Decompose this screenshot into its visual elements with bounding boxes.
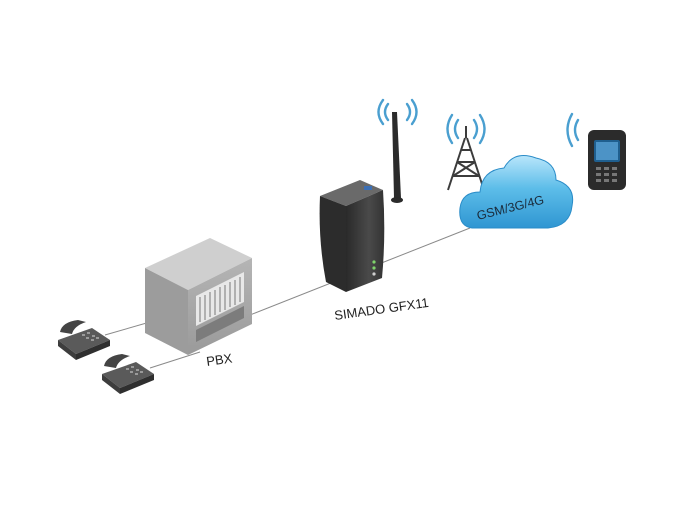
gateway-label: SIMADO GFX11: [333, 295, 429, 323]
wireless-signal-icon: [377, 98, 418, 126]
wireless-signal-icon: [566, 112, 580, 148]
mobile-phone-icon: [588, 130, 626, 190]
pbx-label: PBX: [205, 350, 233, 369]
link-phone2-pbx: [149, 351, 201, 369]
cloud-icon: [459, 155, 574, 229]
pbx-cabinet-icon: [145, 238, 252, 355]
gsm-gateway-icon: [319, 112, 403, 292]
wireless-signal-icon: [446, 113, 486, 145]
cell-tower-icon: [447, 126, 485, 191]
desk-phone-icon: [102, 354, 154, 394]
link-phone1-pbx: [104, 321, 151, 336]
desk-phone-icon: [58, 320, 110, 360]
